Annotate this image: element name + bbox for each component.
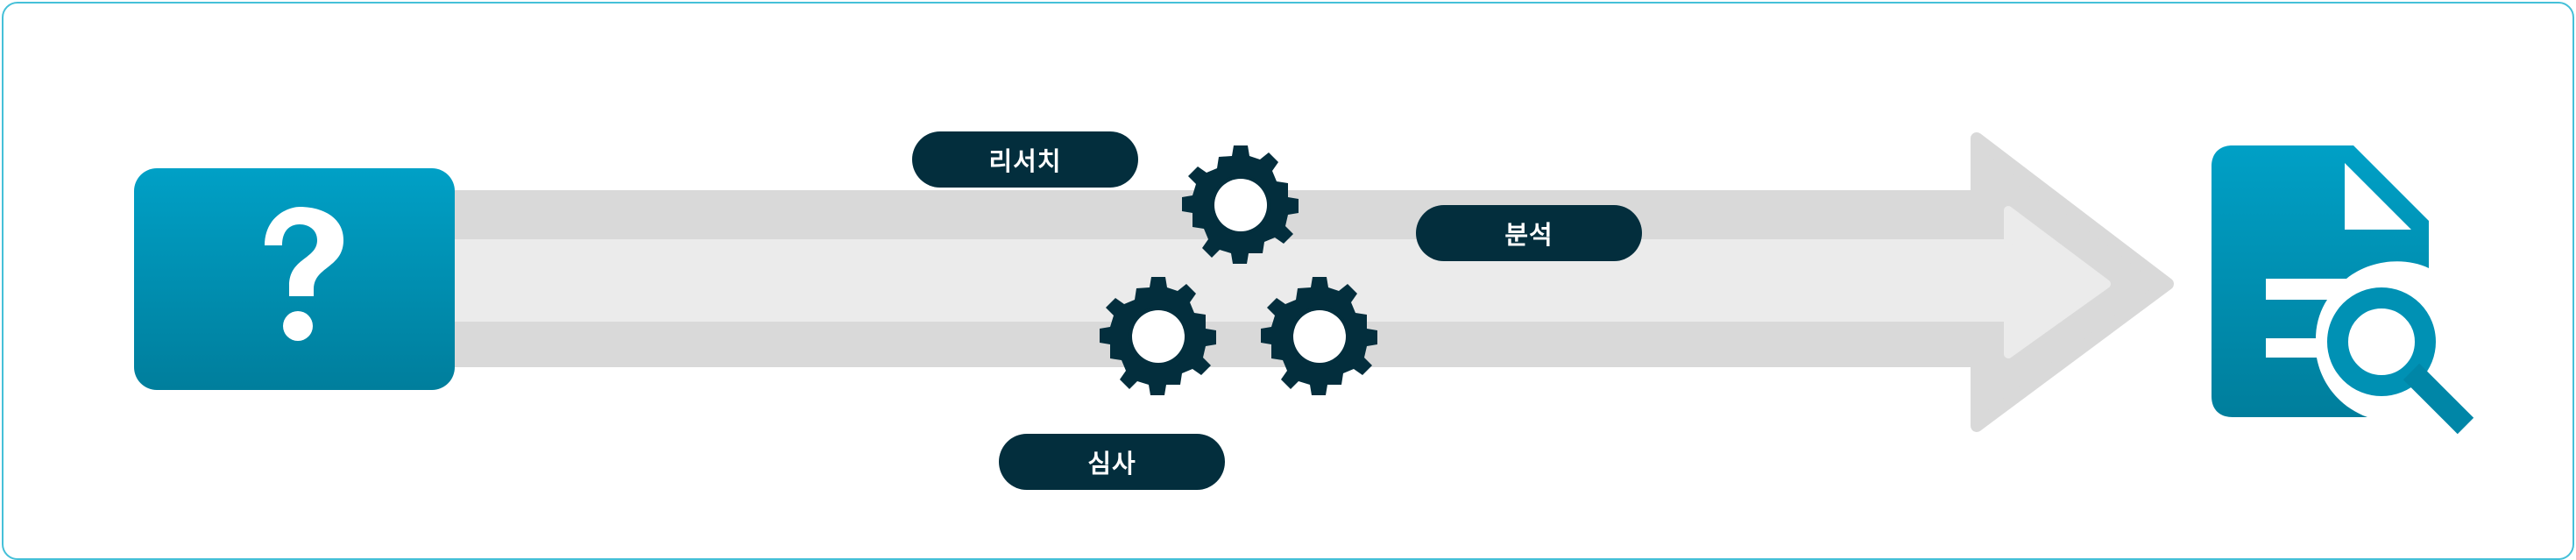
document-fold [2345,163,2411,230]
review-label: 심사 [999,434,1225,490]
magnifier-ring [2327,287,2436,396]
flow-arrow-inner [444,206,2111,358]
magnifier-handle [2403,363,2474,435]
question-mark-icon [265,207,343,341]
flow-arrow [442,132,2174,432]
document-search-icon [2212,145,2474,435]
research-label: 리서치 [912,131,1138,188]
analysis-label: 분석 [1416,205,1642,261]
question-tile [134,168,455,390]
